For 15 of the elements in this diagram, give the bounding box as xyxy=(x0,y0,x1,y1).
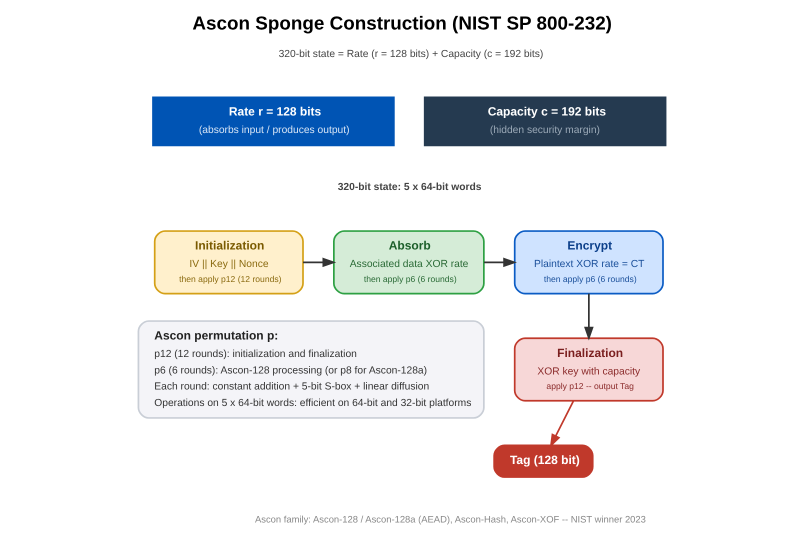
node-box: Tag (128 bit) xyxy=(492,444,594,478)
diagram-title: Ascon Sponge Construction (NIST SP 800-232) xyxy=(192,12,612,34)
node-box: Rate r = 128 bits (absorbs input / produces output) xyxy=(152,96,394,146)
node-box: Encrypt Plaintext XOR rate = CT then apply p6 (6 rounds) xyxy=(513,230,664,294)
caption: Ascon family: Ascon-128 / Ascon-128a (AEAD), Ascon-Hash, Ascon-XOF -- NIST winner 2023 xyxy=(254,513,646,524)
label: 320-bit state = Rate (r = 128 bits) + Capacity (c = 192 bits) xyxy=(278,49,543,60)
node-box: Capacity c = 192 bits (hidden security margin) xyxy=(423,96,666,146)
label: 320-bit state: 5 x 64-bit words xyxy=(337,182,481,194)
node-box: Ascon permutation p: p12 (12 rounds): initialization and finalization p6 (6 rounds): Ascon-128 processing (or p8 for Ascon-128a) Each round: constant addition + 5-bit S-box + linear diffusion Operations on 5 x 64-bit words: efficient on 64-bit and 32-bit platforms xyxy=(137,320,484,419)
arrow xyxy=(484,258,516,268)
arrow xyxy=(302,258,336,268)
node-box: Initialization IV || Key || Nonce then apply p12 (12 rounds) xyxy=(153,230,304,294)
node-box: Absorb Associated data XOR rate then apply p6 (6 rounds) xyxy=(332,230,484,294)
node-box: Finalization XOR key with capacity apply p12 -- output Tag xyxy=(513,337,664,402)
arrow xyxy=(584,294,594,340)
